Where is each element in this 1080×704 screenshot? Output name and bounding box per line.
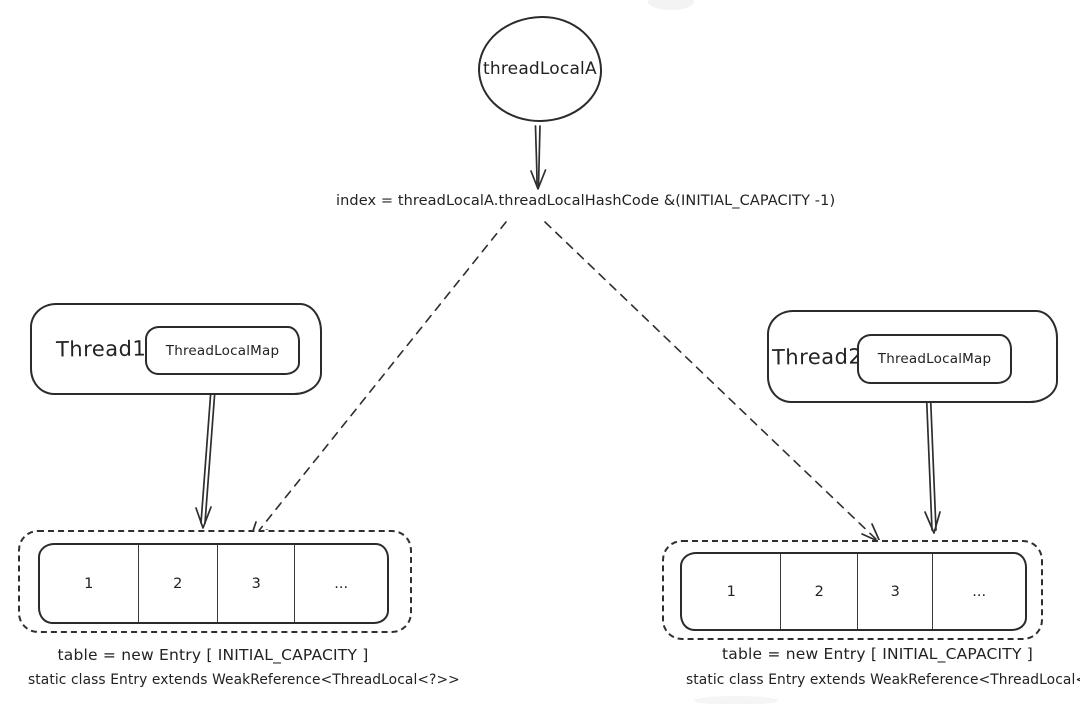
left-table-cell-more: ... [334,575,349,592]
thread1-box: Thread1 ThreadLocalMap [30,303,322,395]
threadlocal-node: threadLocalA [477,14,603,124]
thread2-threadlocalmap-box: ThreadLocalMap [857,334,1012,384]
right-table-cell-3: 3 [858,554,934,629]
thread1-threadlocalmap-box: ThreadLocalMap [145,326,300,375]
thread1-threadlocalmap-label: ThreadLocalMap [165,342,280,359]
left-table-cell-3: 3 [218,545,296,622]
thread1-label: Thread1 [55,336,147,362]
right-table-cell-1: 1 [682,554,782,629]
left-table-cell-2: 2 [139,545,218,622]
left-entry-table-dashed-frame: 1 2 3 ... [18,530,412,633]
right-entry-table-dashed-frame: 1 2 3 ... [662,540,1043,640]
arrow-threadlocal-to-index [530,125,547,190]
thread2-threadlocalmap-label: ThreadLocalMap [877,351,992,367]
left-table-caption: table = new Entry [ INITIAL_CAPACITY ] [57,646,369,664]
right-entry-table: 1 2 3 ... [680,552,1027,631]
watermark-artifact-bottom [694,696,778,704]
arrow-map2-to-right-table [924,383,941,534]
right-entry-note: static class Entry extends WeakReference… [686,672,1080,688]
left-entry-table: 1 2 3 ... [38,543,389,624]
watermark-artifact-top [648,0,694,10]
right-table-cell-2: 2 [781,554,858,629]
left-table-cell-1: 1 [40,545,139,622]
right-table-cell-more: ... [972,583,987,600]
index-formula-text: index = threadLocalA.threadLocalHashCode… [336,193,836,209]
threadlocal-node-label: threadLocalA [483,59,597,80]
thread2-label: Thread2 [771,344,863,369]
thread2-box: Thread2 ThreadLocalMap [767,310,1058,403]
left-entry-note: static class Entry extends WeakReference… [28,672,460,688]
arrow-map1-to-left-table [195,375,217,529]
right-table-caption: table = new Entry [ INITIAL_CAPACITY ] [722,645,1033,663]
